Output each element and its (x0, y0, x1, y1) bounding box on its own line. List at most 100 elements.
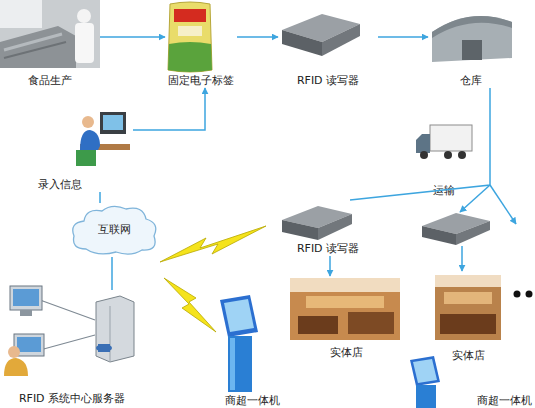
flow-connector (111, 257, 113, 290)
monitor-screen (17, 337, 41, 352)
flow-connector (133, 88, 205, 130)
store-bg (290, 278, 400, 340)
store-counter (298, 316, 338, 334)
store-shelf (306, 296, 384, 308)
bag-patch (178, 26, 202, 36)
illustrated-node: 食品生产 (0, 0, 100, 88)
person-head (8, 346, 20, 358)
node-label: 固定电子标签 (168, 74, 234, 88)
monitor (100, 112, 126, 134)
kiosk-head (220, 295, 258, 337)
person-body (80, 130, 100, 150)
store-ceiling (435, 275, 501, 287)
wheel (458, 151, 466, 159)
wheel (444, 151, 452, 159)
wireless-bolt (160, 226, 266, 262)
rfid-reader-device (282, 206, 352, 240)
server-disk (96, 344, 112, 352)
store-bg (435, 275, 501, 340)
illustrated-node: 仓库 (428, 0, 514, 88)
kiosk (220, 295, 258, 392)
node-label: 实体店 (452, 349, 485, 363)
reader-to-store-arrow (461, 246, 463, 271)
illustrated-node: RFID 读写器 (278, 200, 378, 256)
flow-connector (237, 36, 278, 38)
kiosk-body (228, 336, 252, 392)
more-dot (514, 291, 521, 298)
kiosk-screen (224, 299, 254, 332)
conveyor (4, 42, 66, 58)
kiosk-highlight (230, 338, 235, 390)
illustrated-node: RFID 读写器 (278, 0, 378, 88)
server-room (4, 286, 134, 376)
photo-bg (0, 0, 100, 68)
rfid-reader-device (422, 213, 490, 245)
warehouse-body (432, 16, 512, 62)
kiosk (410, 356, 440, 408)
store-shelf (444, 292, 492, 304)
reader-side (456, 221, 490, 245)
flow-connector (378, 36, 428, 38)
machine (0, 26, 76, 68)
reader-front (282, 30, 322, 56)
window (0, 0, 42, 28)
cloud-node: 互联网 (68, 203, 160, 257)
node-label: 互联网 (98, 223, 131, 237)
wheel (420, 151, 428, 159)
store-counter (348, 312, 394, 334)
warehouse (432, 16, 512, 62)
node-label: 录入信息 (38, 178, 82, 192)
monitor-screen (13, 289, 39, 306)
store-photo (435, 275, 501, 340)
node-label: 商超一体机 (477, 394, 532, 408)
rfid-reader-device (282, 14, 360, 56)
worker-head (77, 9, 91, 23)
store-ceiling (290, 278, 400, 292)
more-dot (526, 291, 533, 298)
monitor-stand (20, 310, 32, 316)
node-label: 仓库 (460, 74, 482, 88)
flow-connector (329, 256, 331, 276)
illustrated-node: 运输 (412, 120, 476, 198)
store-counter (440, 314, 496, 334)
server-edge (110, 306, 111, 362)
node-label: 运输 (433, 184, 455, 198)
illustrated-node: RFID 系统中心服务器 (2, 290, 142, 406)
truck-box (430, 125, 472, 151)
illustrated-node: 实体店 (290, 276, 402, 360)
branch-arrow (490, 185, 516, 224)
monitor-screen (103, 115, 123, 130)
reader-side (322, 24, 360, 56)
flow-connector (100, 36, 165, 38)
node-label: RFID 读写器 (297, 242, 359, 256)
reader-front (282, 220, 318, 240)
node-label: RFID 读写器 (297, 74, 359, 88)
server-disk (98, 344, 110, 352)
chair (76, 150, 96, 166)
conveyor (4, 34, 62, 50)
kiosk-screen (413, 359, 437, 383)
person-head (82, 116, 94, 128)
operator-at-computer (76, 112, 130, 166)
branch-arrow (460, 185, 490, 212)
node-label: 实体店 (330, 346, 363, 360)
flow-connector (99, 192, 101, 203)
warehouse-roof (432, 16, 512, 38)
node-label: 食品生产 (28, 74, 72, 88)
factory-photo (0, 0, 100, 68)
node-label: 商超一体机 (225, 394, 280, 408)
network-wire (40, 300, 95, 350)
warehouse-door (462, 40, 482, 60)
branch-wires (460, 185, 516, 271)
worker-body (75, 23, 94, 63)
rice-bag (168, 2, 212, 72)
bag (168, 2, 212, 72)
kiosk-body (416, 385, 436, 408)
illustrated-node: 商超一体机 (212, 293, 292, 408)
server-tower (96, 296, 134, 362)
truck (416, 125, 472, 159)
bag-band (168, 42, 212, 72)
